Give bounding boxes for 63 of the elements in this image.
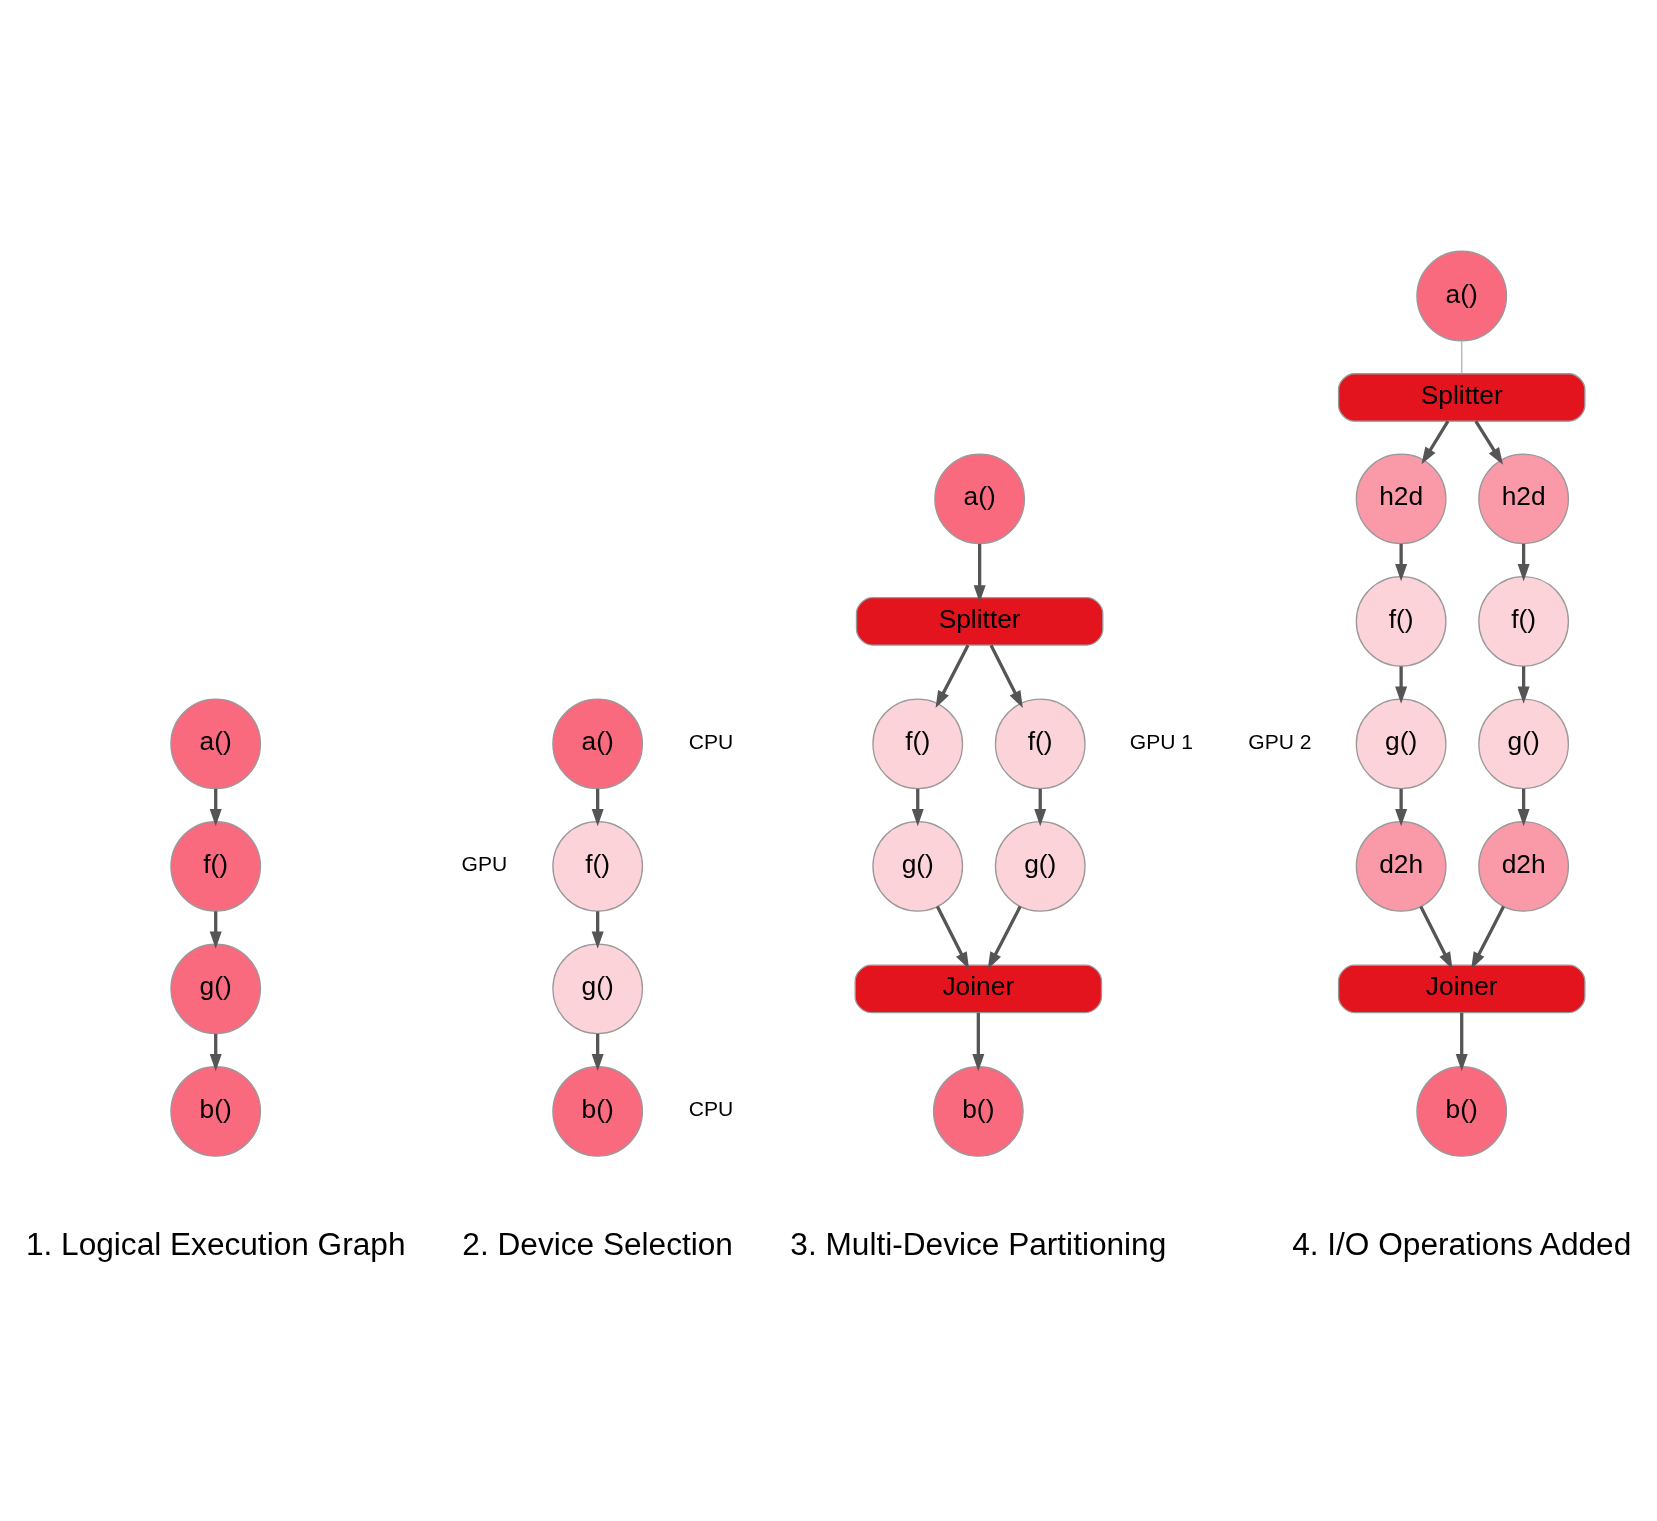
node-circle: b() xyxy=(932,1065,1024,1157)
arrow xyxy=(973,543,986,602)
node-box: Joiner xyxy=(854,964,1103,1013)
node-circle: f() xyxy=(1355,575,1447,667)
arrow xyxy=(1419,905,1453,969)
arrow xyxy=(1421,419,1450,464)
arrow xyxy=(935,644,970,708)
arrow xyxy=(989,644,1023,708)
arrow xyxy=(1395,788,1408,826)
arrow xyxy=(1517,543,1530,581)
arrow xyxy=(972,1012,985,1071)
node-circle: g() xyxy=(170,942,262,1034)
arrow xyxy=(911,788,924,826)
arrow xyxy=(1517,788,1530,826)
node-circle: g() xyxy=(1478,697,1570,789)
arrow xyxy=(209,788,222,826)
arrow xyxy=(1395,665,1408,704)
arrow xyxy=(1455,1012,1468,1071)
node-circle: f() xyxy=(170,820,262,912)
arrow xyxy=(1471,905,1505,969)
arrow xyxy=(1517,665,1530,704)
node-circle: b() xyxy=(170,1065,262,1157)
arrow xyxy=(591,788,604,826)
node-box: Splitter xyxy=(855,596,1104,646)
node-circle: g() xyxy=(872,820,964,912)
label: 3. Multi-Device Partitioning xyxy=(790,1225,1167,1262)
node-circle: a() xyxy=(552,697,644,789)
arrow xyxy=(209,910,222,949)
label: CPU xyxy=(688,1096,734,1120)
arrow xyxy=(935,905,970,969)
connector xyxy=(1460,339,1463,374)
arrow xyxy=(987,905,1022,969)
node-circle: d2h xyxy=(1478,820,1570,912)
node-circle: f() xyxy=(994,697,1086,789)
node-circle: h2d xyxy=(1355,452,1447,544)
arrow xyxy=(209,1033,222,1071)
node-circle: g() xyxy=(994,820,1086,912)
label: 1. Logical Execution Graph xyxy=(25,1225,406,1262)
label: 2. Device Selection xyxy=(462,1225,733,1262)
node-box: Splitter xyxy=(1337,372,1586,422)
node-circle: b() xyxy=(1416,1065,1508,1157)
node-circle: a() xyxy=(1416,250,1508,341)
arrow xyxy=(1034,788,1047,826)
node-circle: a() xyxy=(170,697,262,789)
label: GPU 2 xyxy=(1248,729,1312,753)
node-circle: f() xyxy=(552,820,644,912)
node-circle: g() xyxy=(552,942,644,1034)
node-circle: h2d xyxy=(1478,452,1570,544)
node-circle: d2h xyxy=(1355,820,1447,912)
label: GPU 1 xyxy=(1129,729,1194,753)
node-box: Joiner xyxy=(1337,964,1586,1013)
arrow xyxy=(591,1033,604,1071)
label: GPU xyxy=(461,851,508,875)
arrow xyxy=(1395,543,1408,581)
node-circle: f() xyxy=(1478,575,1570,667)
node-circle: g() xyxy=(1355,697,1447,789)
arrow xyxy=(591,910,604,949)
label: CPU xyxy=(688,729,734,753)
arrow xyxy=(1474,419,1504,465)
node-circle: b() xyxy=(552,1065,644,1157)
node-circle: a() xyxy=(934,452,1026,544)
label: 4. I/O Operations Added xyxy=(1292,1225,1632,1262)
node-circle: f() xyxy=(872,697,964,789)
